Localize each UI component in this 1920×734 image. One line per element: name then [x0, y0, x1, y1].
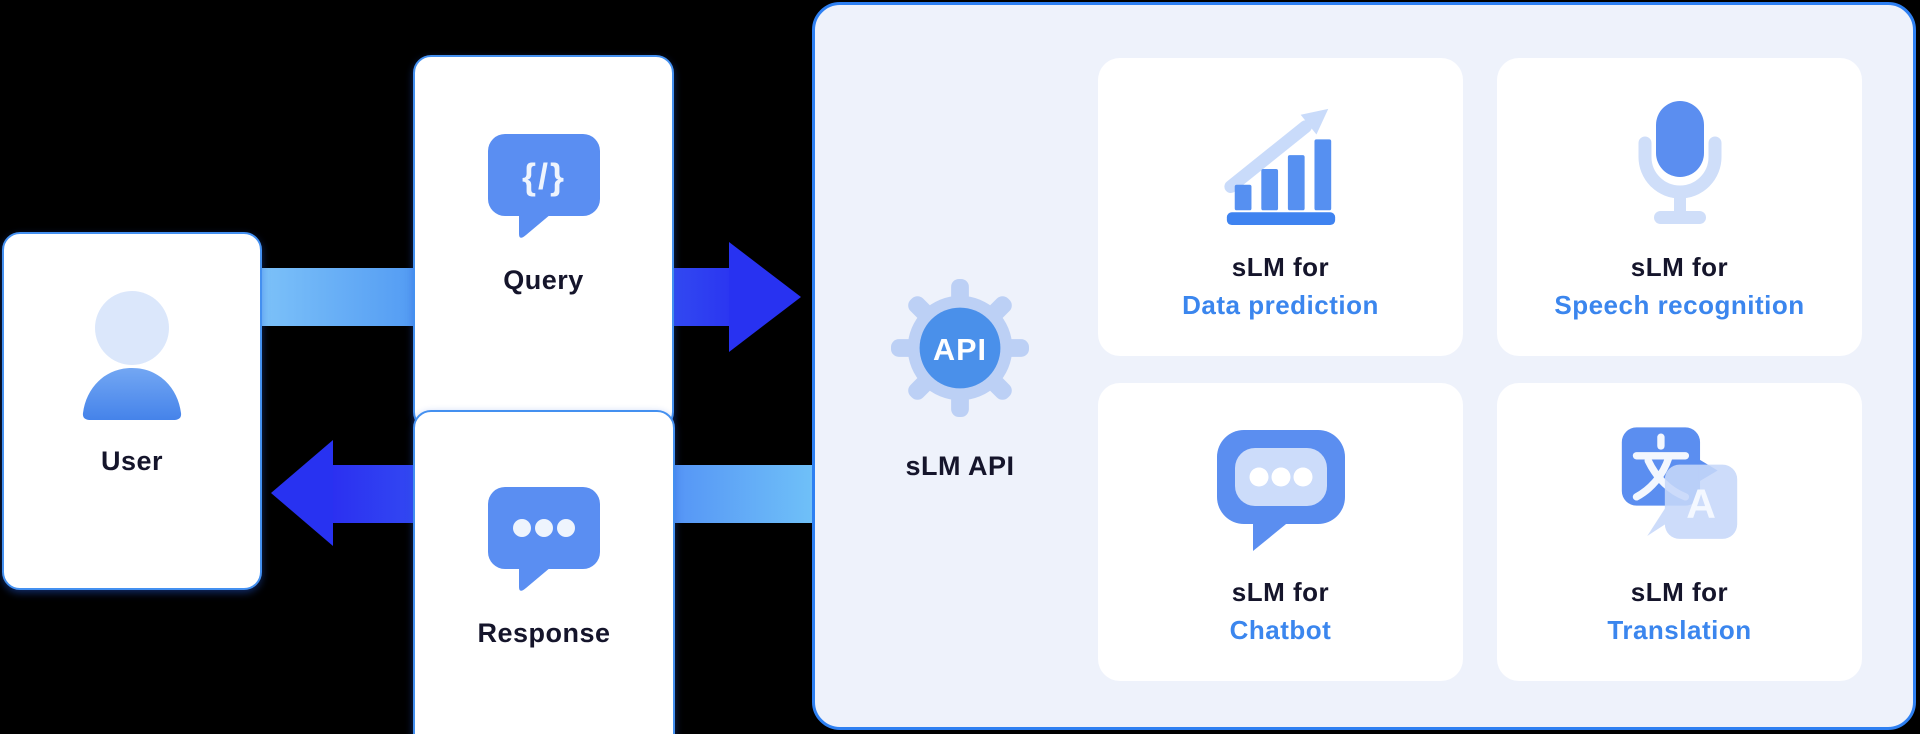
- api-gear-block: API sLM API: [815, 279, 1105, 482]
- card-translation: A sLM for Translation: [1497, 383, 1862, 681]
- card-prefix: sLM for: [1630, 577, 1729, 607]
- latin-a-glyph: A: [1686, 480, 1716, 526]
- card-prefix: sLM for: [1231, 577, 1330, 607]
- user-node-label: User: [100, 446, 164, 476]
- response-arrow-head: [271, 440, 333, 546]
- icon-box: [1217, 94, 1345, 236]
- api-label: sLM API: [905, 451, 1015, 481]
- chat-dots-bubble-icon: [488, 487, 600, 591]
- icon-box: [1620, 94, 1740, 236]
- card-name: Data prediction: [1182, 290, 1379, 320]
- response-node-label: Response: [477, 618, 611, 648]
- query-node-label: Query: [503, 265, 584, 295]
- card-name: Speech recognition: [1554, 290, 1805, 320]
- card-name: Chatbot: [1229, 615, 1332, 645]
- icon-box: [1211, 419, 1351, 561]
- user-node-card: User: [2, 232, 262, 590]
- slm-api-panel: API sLM API sLM for: [812, 2, 1916, 730]
- icon-box: A: [1614, 419, 1746, 561]
- response-node-card: Response: [413, 410, 675, 734]
- cjk-wen-glyph: [1632, 433, 1689, 501]
- chatbot-bubble-icon: [1216, 430, 1345, 551]
- query-arrow-head: [729, 242, 801, 352]
- card-chatbot: sLM for Chatbot: [1098, 383, 1463, 681]
- microphone-icon: [1638, 101, 1721, 224]
- code-glyph: {/}: [521, 156, 565, 197]
- api-badge-text: API: [933, 333, 987, 367]
- card-name: Translation: [1607, 615, 1752, 645]
- card-prefix: sLM for: [1630, 252, 1729, 282]
- card-prefix: sLM for: [1231, 252, 1330, 282]
- card-speech-recognition: sLM for Speech recognition: [1497, 58, 1862, 356]
- code-chat-bubble-icon: {/}: [487, 134, 600, 238]
- user-icon: [82, 291, 182, 420]
- card-data-prediction: sLM for Data prediction: [1098, 58, 1463, 356]
- query-node-card: {/} Query: [413, 55, 674, 430]
- translation-icon: A: [1621, 427, 1737, 539]
- bar-chart-growth-icon: [1223, 108, 1335, 226]
- api-gear-icon: API: [891, 279, 1029, 417]
